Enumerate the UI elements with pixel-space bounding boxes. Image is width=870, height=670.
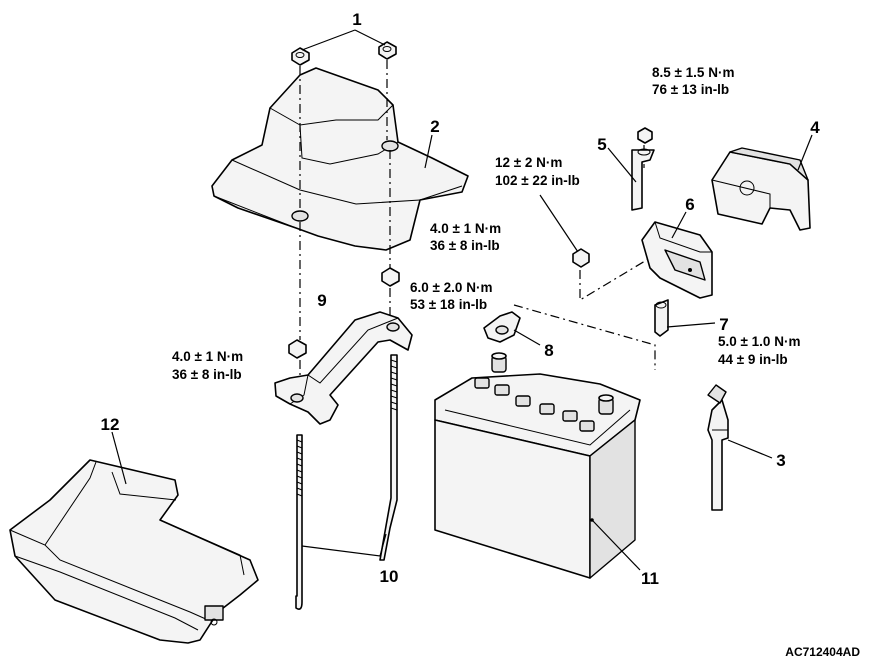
torque-spec-line: 36 ± 8 in-lb [430, 238, 500, 253]
battery-tray [9, 459, 259, 644]
callout-9: 9 [317, 291, 326, 310]
fuse-block-nut [572, 248, 590, 268]
fusible-link-cover [711, 147, 811, 231]
callout-12: 12 [101, 415, 120, 434]
callout-1: 1 [352, 10, 361, 29]
cable-terminal [631, 148, 655, 211]
terminal-bracket [654, 299, 669, 337]
callout-3: 3 [776, 451, 785, 470]
callout-10: 10 [380, 567, 399, 586]
torque-spec-line: 6.0 ± 2.0 N·m [410, 280, 492, 295]
negative-cable [707, 384, 729, 511]
figure-code: AC712404AD [785, 645, 860, 659]
battery-terminal [598, 394, 614, 415]
battery-terminal [491, 352, 507, 373]
torque-spec-line: 53 ± 18 in-lb [410, 297, 487, 312]
callout-5: 5 [597, 135, 606, 154]
torque-spec-line: 4.0 ± 1 N·m [172, 349, 243, 364]
hold-down-rod-right [379, 354, 398, 561]
torque-spec-line: 5.0 ± 1.0 N·m [718, 334, 800, 349]
torque-spec-line: 8.5 ± 1.5 N·m [652, 65, 734, 80]
callout-7: 7 [719, 315, 728, 334]
rod-nut [381, 267, 400, 287]
cover-nut [291, 47, 310, 66]
callout-2: 2 [430, 117, 439, 136]
cover-nut [378, 41, 397, 60]
torque-spec-line: 36 ± 8 in-lb [172, 367, 242, 382]
callout-11: 11 [641, 569, 659, 588]
torque-spec-line: 12 ± 2 N·m [495, 155, 562, 170]
torque-spec-line: 44 ± 9 in-lb [718, 352, 788, 367]
battery [434, 352, 641, 579]
tray-nut [288, 339, 307, 359]
torque-spec-line: 102 ± 22 in-lb [495, 173, 580, 188]
terminal-nut [637, 127, 653, 144]
torque-spec-line: 4.0 ± 1 N·m [430, 221, 501, 236]
torque-spec-line: 76 ± 13 in-lb [652, 82, 729, 97]
terminal-clamp [483, 311, 521, 343]
hold-down-rod-left [295, 434, 303, 610]
hold-down-bracket [274, 311, 413, 425]
callout-4: 4 [810, 118, 820, 137]
callout-6: 6 [685, 195, 694, 214]
battery-cover [211, 67, 469, 251]
callout-8: 8 [544, 341, 553, 360]
fuse-block [641, 221, 713, 299]
